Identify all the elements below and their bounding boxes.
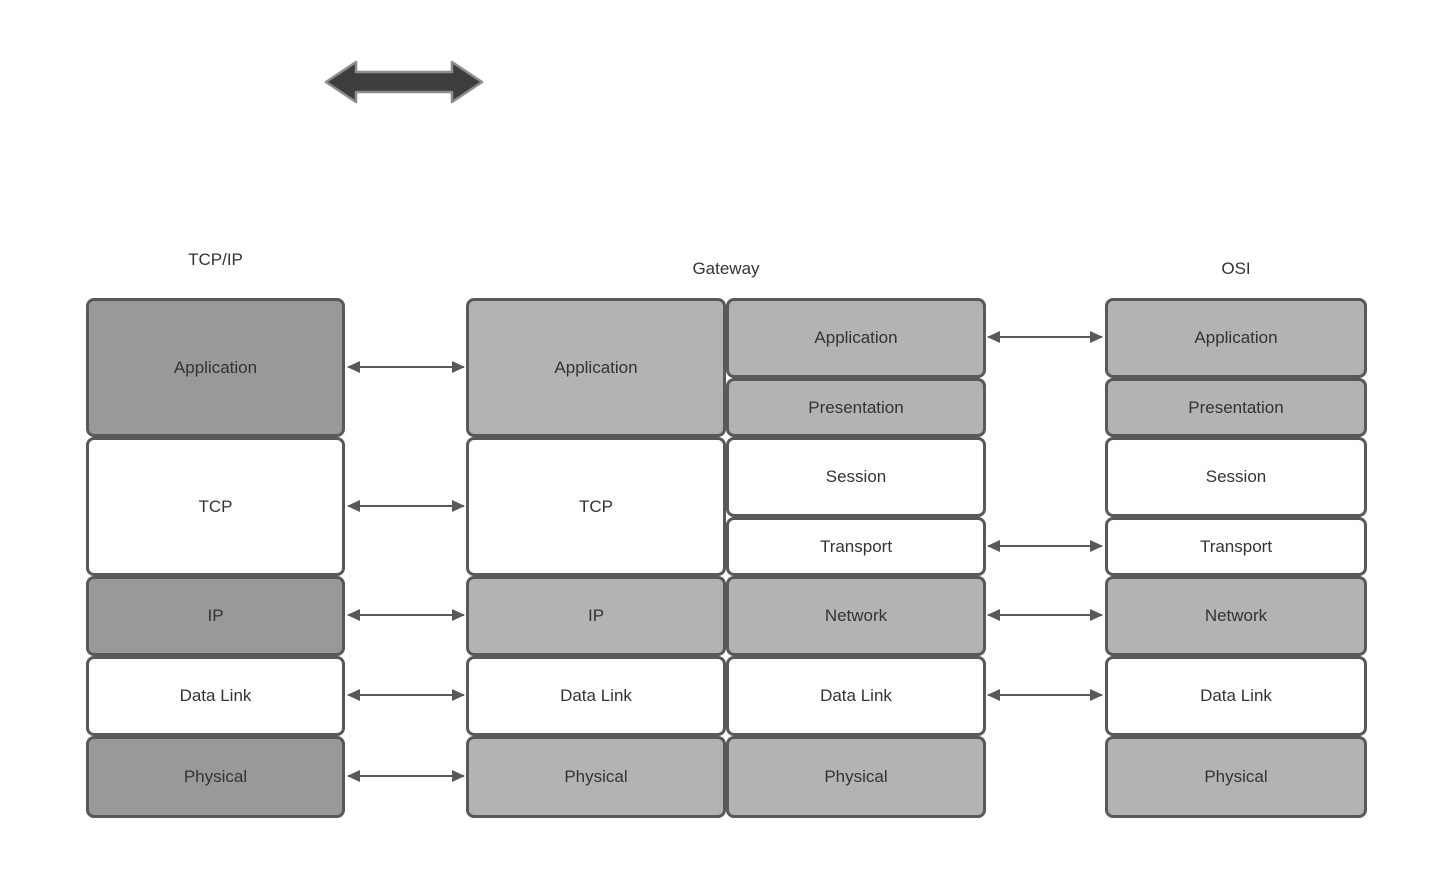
gateway-left-layer-application: Application — [466, 298, 726, 437]
gateway-right-layer-session: Session — [726, 437, 986, 517]
osi-layer-transport: Transport — [1105, 517, 1367, 576]
gateway-right-layer-transport: Transport — [726, 517, 986, 576]
osi-layer-data-link: Data Link — [1105, 656, 1367, 736]
arrow-tcpip-gateway-physical — [347, 770, 465, 782]
column-header-osi: OSI — [1221, 259, 1251, 278]
arrow-gateway-osi-network — [987, 609, 1103, 621]
osi-layer-network: Network — [1105, 576, 1367, 656]
arrow-gateway-osi-data-link — [987, 689, 1103, 701]
tcpip-layer-application: Application — [86, 298, 345, 437]
osi-layer-session: Session — [1105, 437, 1367, 517]
arrow-tcpip-gateway-ip — [347, 609, 465, 621]
gateway-left-layer-data-link: Data Link — [466, 656, 726, 736]
thick-double-arrow-outline — [324, 60, 484, 104]
arrow-tcpip-gateway-application — [347, 361, 465, 373]
tcpip-layer-tcp: TCP — [86, 437, 345, 576]
gateway-right-layer-presentation: Presentation — [726, 378, 986, 437]
tcpip-layer-ip: IP — [86, 576, 345, 656]
arrow-tcpip-gateway-tcp — [347, 500, 465, 512]
osi-layer-application: Application — [1105, 298, 1367, 378]
thick-double-arrow-icon — [324, 60, 484, 104]
osi-layer-physical: Physical — [1105, 736, 1367, 818]
arrow-gateway-osi-transport — [987, 540, 1103, 552]
gateway-right-layer-physical: Physical — [726, 736, 986, 818]
gateway-right-layer-application: Application — [726, 298, 986, 378]
gateway-left-layer-tcp: TCP — [466, 437, 726, 576]
gateway-left-layer-ip: IP — [466, 576, 726, 656]
arrow-tcpip-gateway-data-link — [347, 689, 465, 701]
osi-layer-presentation: Presentation — [1105, 378, 1367, 437]
thick-double-arrow-shape — [326, 62, 482, 102]
tcpip-layer-data-link: Data Link — [86, 656, 345, 736]
arrow-gateway-osi-application — [987, 331, 1103, 343]
tcpip-layer-physical: Physical — [86, 736, 345, 818]
column-header-tcpip: TCP/IP — [188, 250, 243, 269]
column-header-gateway: Gateway — [692, 259, 760, 278]
gateway-right-layer-network: Network — [726, 576, 986, 656]
gateway-right-layer-data-link: Data Link — [726, 656, 986, 736]
gateway-left-layer-physical: Physical — [466, 736, 726, 818]
